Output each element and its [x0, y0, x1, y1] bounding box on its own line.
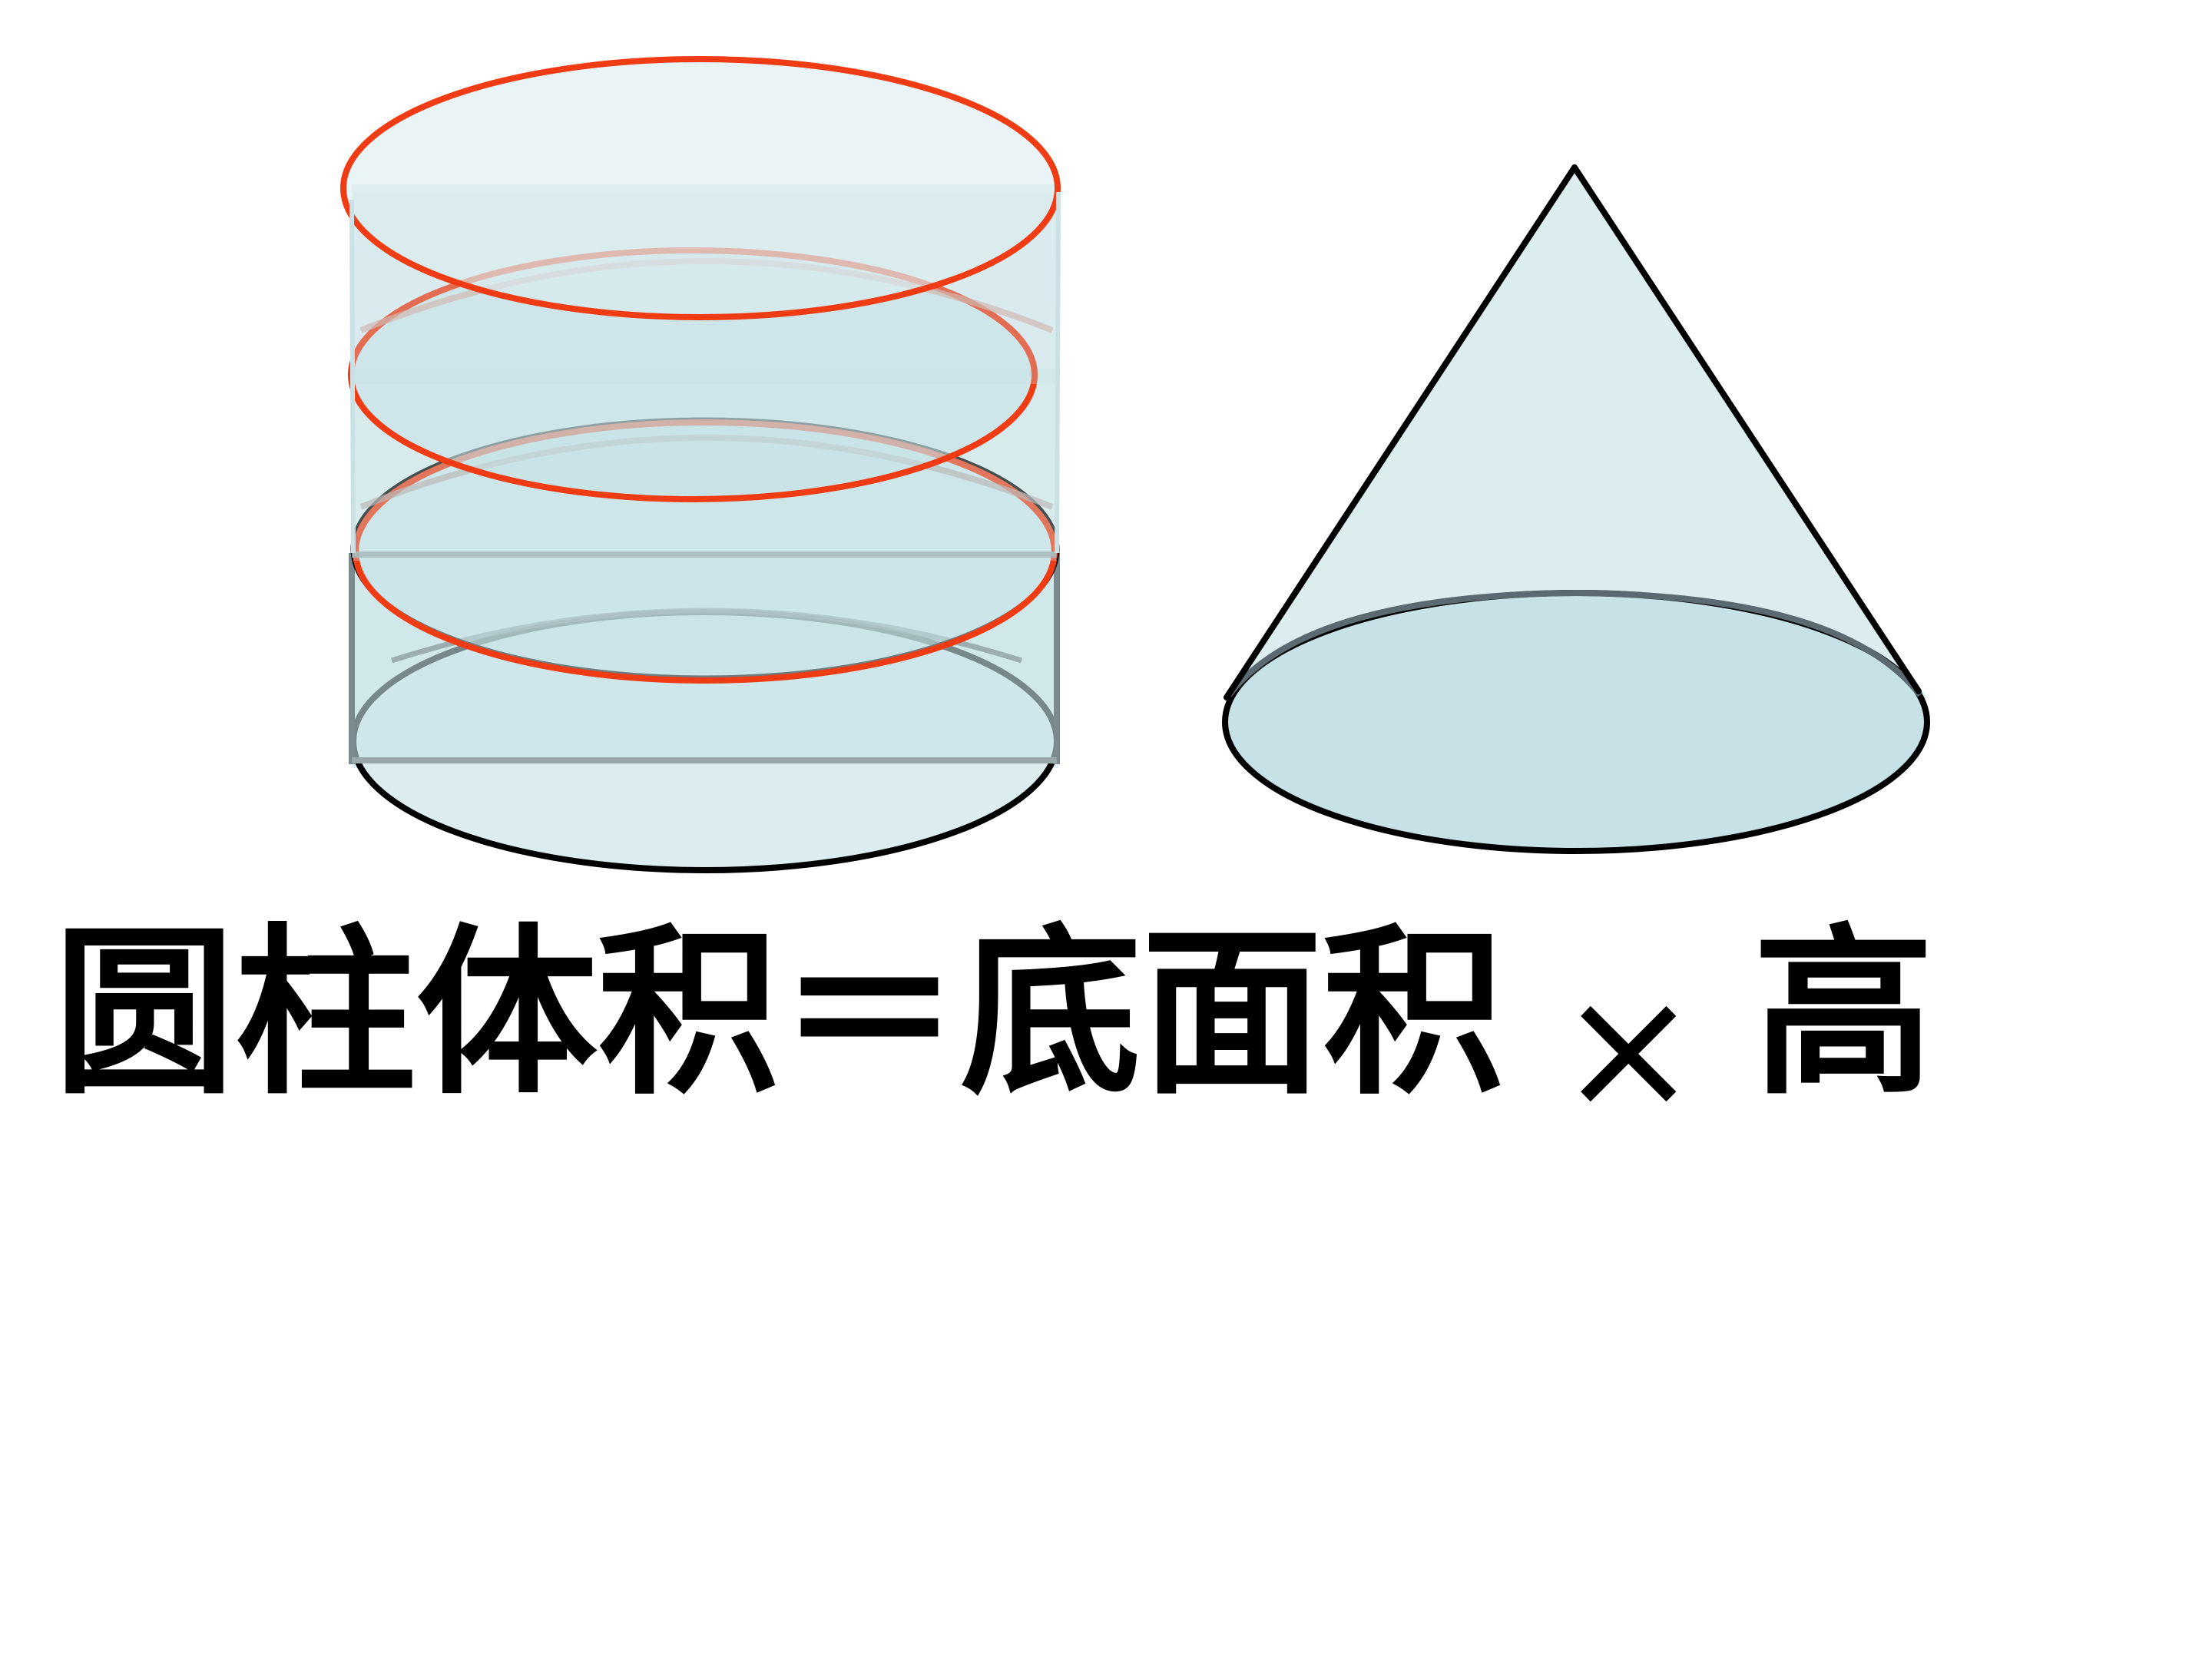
cylinder-left-edge-upper: [349, 199, 356, 554]
volume-formula: 圆柱体积＝底面积×高: [54, 914, 1974, 1147]
formula-left: 圆柱体积＝底面积: [54, 908, 1505, 1119]
multiply-sign: ×: [1558, 950, 1700, 1147]
formula-right: 高: [1753, 908, 1935, 1119]
cone-base-back-edge: [1226, 589, 1923, 697]
cylinder-top-slice: [340, 56, 1061, 320]
cone-base: [1222, 590, 1930, 854]
cone-left-slant: [1224, 164, 1578, 700]
cylinder: [340, 56, 1061, 873]
cone: [1222, 164, 1930, 854]
cylinder-right-edge-upper: [1055, 191, 1061, 554]
cone-right-slant: [1571, 164, 1922, 694]
cone-surface: [1225, 167, 1928, 699]
